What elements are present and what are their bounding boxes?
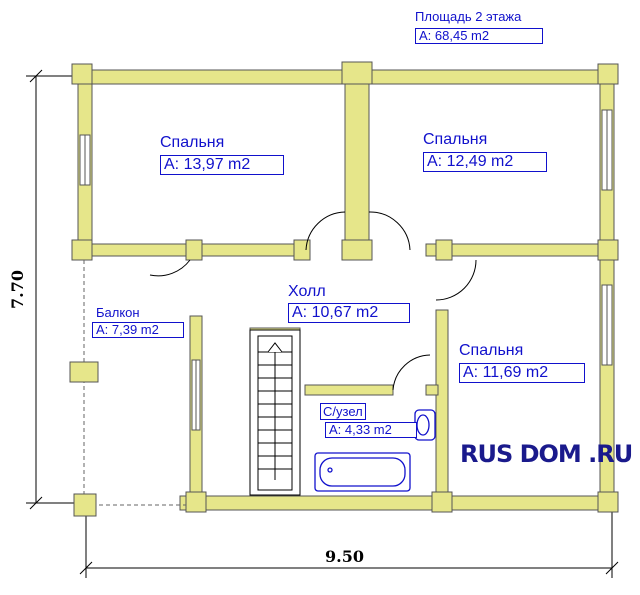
room-name: Спальня <box>423 131 488 148</box>
room-area: A: 7,39 m2 <box>92 322 184 339</box>
bathroom-fixtures <box>314 409 436 492</box>
room-area: A: 13,97 m2 <box>160 155 284 175</box>
total-area-label: Площадь 2 этажа <box>415 9 522 24</box>
stairs <box>249 329 301 496</box>
windows <box>79 109 613 431</box>
room-area: A: 12,49 m2 <box>423 152 547 172</box>
room-name: Балкон <box>96 305 140 320</box>
doors <box>149 211 477 391</box>
dimension-lines <box>26 69 619 578</box>
room-area: A: 4,33 m2 <box>325 422 417 439</box>
balcony-railing <box>83 260 186 506</box>
room-name: Спальня <box>160 134 225 151</box>
room-name: С/узел <box>320 403 366 420</box>
room-name: Спальня <box>459 342 524 359</box>
width-dimension: 9.50 <box>325 547 364 566</box>
room-name: Холл <box>288 283 326 300</box>
height-dimension: 7.70 <box>7 270 27 309</box>
balcony-posts <box>69 361 99 517</box>
brand-watermark: RUS DOM .RU <box>460 440 633 468</box>
total-area-value: A: 68,45 m2 <box>415 28 543 45</box>
room-area: A: 11,69 m2 <box>459 363 585 383</box>
room-area: A: 10,67 m2 <box>288 303 410 323</box>
